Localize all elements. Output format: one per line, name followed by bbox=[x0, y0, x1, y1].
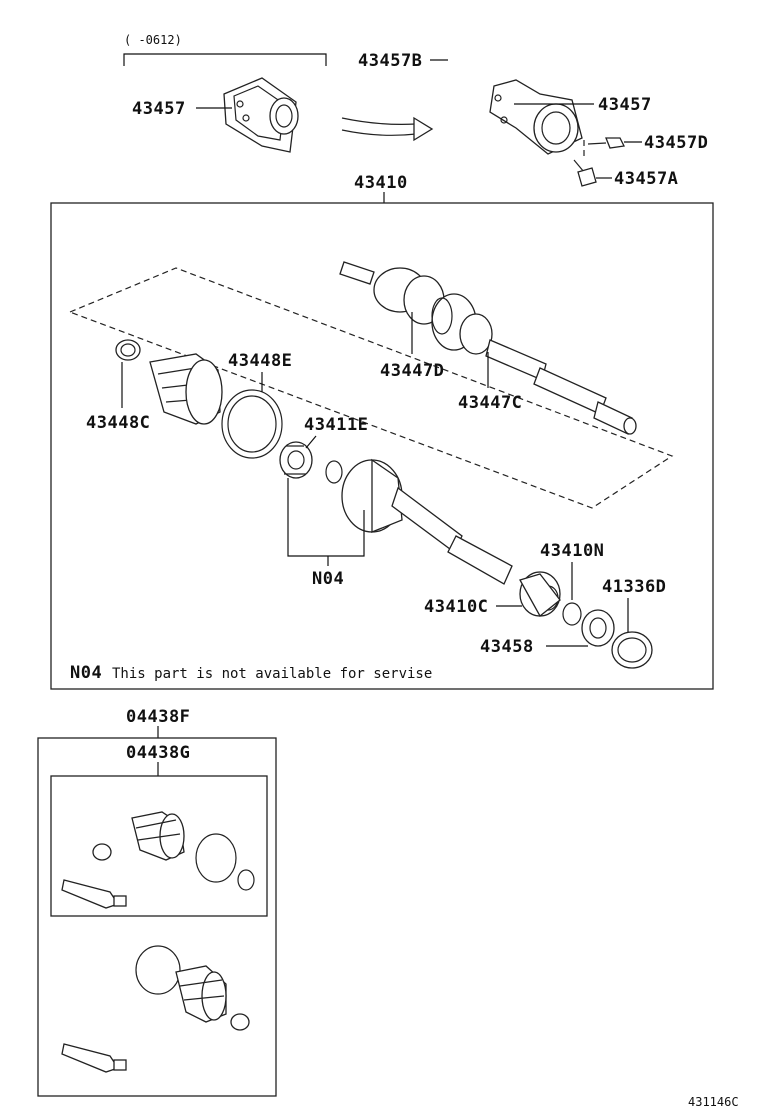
kit-outer-parts bbox=[61, 945, 250, 1073]
N04-bracket bbox=[287, 478, 365, 557]
label-43410C: 43410C bbox=[424, 597, 488, 617]
label-43457D: 43457D bbox=[644, 133, 708, 153]
label-43458: 43458 bbox=[480, 637, 534, 657]
label-43447C: 43447C bbox=[458, 393, 522, 413]
label-43457A: 43457A bbox=[614, 169, 678, 189]
boot-clamp-small bbox=[115, 339, 141, 361]
label-43410N: 43410N bbox=[540, 541, 604, 561]
label-41336D: 41336D bbox=[602, 577, 666, 597]
snap-ring-inner bbox=[325, 460, 343, 484]
label-43448E: 43448E bbox=[228, 351, 292, 371]
boot-kit-inner-box bbox=[50, 775, 268, 917]
label-43448C: 43448C bbox=[86, 413, 150, 433]
boot-clamp-band bbox=[221, 389, 283, 459]
inner-boot bbox=[149, 353, 223, 425]
bolt-43457A bbox=[573, 159, 597, 187]
note-code: N04 bbox=[70, 663, 102, 683]
label-43447D: 43447D bbox=[380, 361, 444, 381]
kit-inner-parts bbox=[61, 811, 255, 909]
figure-id: 431146C bbox=[688, 1095, 739, 1109]
label-43457B: 43457B bbox=[358, 51, 422, 71]
label-04438G: 04438G bbox=[126, 743, 190, 763]
boot-kit-box bbox=[37, 737, 277, 1097]
bracket-part-old bbox=[223, 77, 299, 153]
bearing-43410C bbox=[519, 571, 561, 617]
tripod-joint bbox=[279, 441, 313, 479]
subassembly-outline bbox=[68, 267, 674, 509]
bolt-43457D bbox=[587, 137, 625, 149]
date-range-bracket bbox=[123, 53, 327, 66]
shaft-assembly-box bbox=[50, 202, 714, 690]
note-text: This part is not available for servise bbox=[112, 666, 432, 682]
inner-shaft bbox=[341, 458, 513, 585]
date-range-label: ( -0612) bbox=[124, 33, 182, 47]
label-43410: 43410 bbox=[354, 173, 408, 193]
snap-ring-43410N bbox=[562, 602, 582, 626]
label-43457-right: 43457 bbox=[598, 95, 652, 115]
label-43411E: 43411E bbox=[304, 415, 368, 435]
outer-shaft bbox=[339, 261, 637, 435]
label-N04: N04 bbox=[312, 569, 344, 589]
ring-41336D bbox=[611, 631, 653, 669]
label-04438F: 04438F bbox=[126, 707, 190, 727]
snap-ring-43457B bbox=[450, 44, 486, 80]
label-43457-left: 43457 bbox=[132, 99, 186, 119]
replacement-arrow bbox=[341, 116, 434, 142]
seal-43458 bbox=[581, 609, 615, 647]
bracket-part-new bbox=[489, 79, 583, 155]
